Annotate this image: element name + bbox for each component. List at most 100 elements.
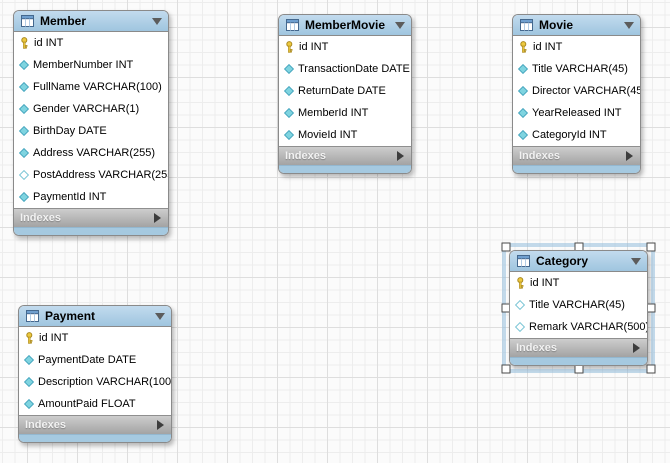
column-row[interactable]: YearReleased INT <box>513 102 640 124</box>
table-member[interactable]: Member id INT MemberNumber INT FullName VAR… <box>13 10 169 236</box>
column-row[interactable]: MemberId INT <box>279 102 411 124</box>
table-title: MemberMovie <box>305 17 386 32</box>
diamond-icon <box>19 192 29 202</box>
expand-arrow-icon[interactable] <box>154 213 161 223</box>
table-title: Category <box>536 253 589 268</box>
collapse-arrow-icon[interactable] <box>631 257 641 265</box>
diamond-icon <box>284 130 294 140</box>
column-row[interactable]: Remark VARCHAR(500) <box>510 316 647 338</box>
key-icon <box>24 332 35 344</box>
diamond-icon <box>284 86 294 96</box>
column-row[interactable]: BirthDay DATE <box>14 120 168 142</box>
column-label: PostAddress VARCHAR(255) <box>33 169 169 181</box>
column-row[interactable]: PaymentId INT <box>14 186 168 208</box>
column-row[interactable]: Director VARCHAR(45) <box>513 80 640 102</box>
diamond-icon <box>518 130 528 140</box>
key-icon <box>284 41 295 53</box>
selection-frame <box>501 242 656 374</box>
column-row[interactable]: id INT <box>510 272 647 294</box>
indexes-label: Indexes <box>285 149 326 162</box>
column-row[interactable]: Description VARCHAR(100) <box>19 371 171 393</box>
selection-handle[interactable] <box>501 242 511 252</box>
diamond-icon <box>24 355 34 365</box>
table-header[interactable]: Payment <box>19 306 171 327</box>
table-box: Member id INT MemberNumber INT FullName VAR… <box>13 10 169 236</box>
column-row[interactable]: id INT <box>14 32 168 54</box>
table-icon <box>21 15 34 27</box>
indexes-section[interactable]: Indexes <box>19 415 171 434</box>
indexes-section[interactable]: Indexes <box>14 208 168 227</box>
column-label: id INT <box>39 332 69 344</box>
column-row[interactable]: MovieId INT <box>279 124 411 146</box>
indexes-section[interactable]: Indexes <box>510 338 647 357</box>
column-row[interactable]: AmountPaid FLOAT <box>19 393 171 415</box>
column-label: TransactionDate DATE <box>298 63 410 75</box>
column-label: Director VARCHAR(45) <box>532 85 641 97</box>
collapse-arrow-icon[interactable] <box>152 17 162 25</box>
expand-arrow-icon[interactable] <box>397 151 404 161</box>
selection-handle[interactable] <box>501 364 511 374</box>
column-row[interactable]: id INT <box>19 327 171 349</box>
indexes-section[interactable]: Indexes <box>279 146 411 165</box>
column-row[interactable]: MemberNumber INT <box>14 54 168 76</box>
diamond-icon <box>19 82 29 92</box>
column-label: BirthDay DATE <box>33 125 107 137</box>
table-title: Movie <box>539 17 574 32</box>
key-icon <box>19 37 30 49</box>
column-row[interactable]: Title VARCHAR(45) <box>513 58 640 80</box>
table-payment[interactable]: Payment id INT PaymentDate DATE Description… <box>18 305 172 443</box>
table-bottom-bar <box>19 434 171 442</box>
collapse-arrow-icon[interactable] <box>155 312 165 320</box>
diamond-icon <box>284 108 294 118</box>
column-row[interactable]: Address VARCHAR(255) <box>14 142 168 164</box>
column-label: MemberNumber INT <box>33 59 134 71</box>
expand-arrow-icon[interactable] <box>626 151 633 161</box>
table-category[interactable]: Category id INT Title VARCHAR(45) Remark VA… <box>501 242 656 374</box>
column-row[interactable]: id INT <box>279 36 411 58</box>
column-row[interactable]: id INT <box>513 36 640 58</box>
column-label: Title VARCHAR(45) <box>529 299 625 311</box>
expand-arrow-icon[interactable] <box>157 420 164 430</box>
table-title: Member <box>40 13 87 28</box>
column-row[interactable]: Gender VARCHAR(1) <box>14 98 168 120</box>
column-label: Remark VARCHAR(500) <box>529 321 648 333</box>
diamond-icon <box>24 399 34 409</box>
table-header[interactable]: Movie <box>513 15 640 36</box>
column-label: PaymentDate DATE <box>38 354 137 366</box>
columns-list: id INT MemberNumber INT FullName VARCHAR(1… <box>14 32 168 208</box>
key-icon <box>515 277 526 289</box>
column-row[interactable]: TransactionDate DATE <box>279 58 411 80</box>
column-label: ReturnDate DATE <box>298 85 386 97</box>
column-row[interactable]: PostAddress VARCHAR(255) <box>14 164 168 186</box>
table-header[interactable]: MemberMovie <box>279 15 411 36</box>
table-membermovie[interactable]: MemberMovie id INT TransactionDate DATE Ret… <box>278 14 412 174</box>
column-row[interactable]: Title VARCHAR(45) <box>510 294 647 316</box>
columns-list: id INT TransactionDate DATE ReturnDate DAT… <box>279 36 411 146</box>
selection-handle[interactable] <box>646 242 656 252</box>
column-row[interactable]: CategoryId INT <box>513 124 640 146</box>
diamond-icon <box>19 104 29 114</box>
diamond-icon <box>515 322 525 332</box>
indexes-label: Indexes <box>20 211 61 224</box>
columns-list: id INT Title VARCHAR(45) Remark VARCHAR(50… <box>510 272 647 338</box>
diamond-icon <box>19 170 29 180</box>
column-row[interactable]: FullName VARCHAR(100) <box>14 76 168 98</box>
collapse-arrow-icon[interactable] <box>395 21 405 29</box>
selection-handle[interactable] <box>646 364 656 374</box>
expand-arrow-icon[interactable] <box>633 343 640 353</box>
column-row[interactable]: PaymentDate DATE <box>19 349 171 371</box>
diamond-icon <box>284 64 294 74</box>
column-label: MovieId INT <box>298 129 358 141</box>
column-label: FullName VARCHAR(100) <box>33 81 162 93</box>
table-header[interactable]: Member <box>14 11 168 32</box>
column-row[interactable]: ReturnDate DATE <box>279 80 411 102</box>
columns-list: id INT PaymentDate DATE Description VARCHA… <box>19 327 171 415</box>
table-header[interactable]: Category <box>510 251 647 272</box>
collapse-arrow-icon[interactable] <box>624 21 634 29</box>
column-label: CategoryId INT <box>532 129 607 141</box>
indexes-section[interactable]: Indexes <box>513 146 640 165</box>
